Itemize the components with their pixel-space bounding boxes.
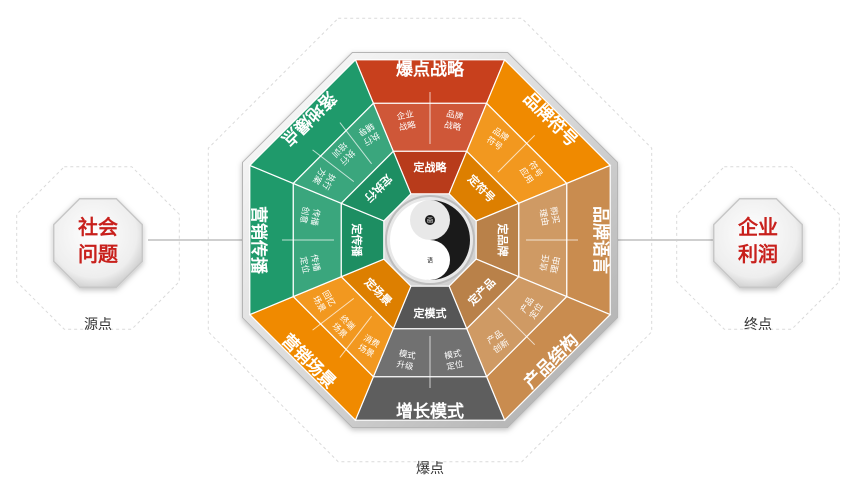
- sector-right-item-1-line1: 购买: [547, 206, 561, 225]
- sector-bottom_left-divider: [312, 298, 355, 331]
- center-top-char: 画: [427, 218, 433, 225]
- sector-bottom-core-group: 定模式: [414, 306, 447, 320]
- sector-top-title: 爆点战略: [396, 59, 465, 80]
- left-badge-line2: 问题: [78, 242, 119, 266]
- sector-right-item-2-line2: 理由: [549, 256, 563, 275]
- sector-left-title-group: 营销传播: [248, 206, 269, 275]
- sector-right-core-group: 定品牌: [496, 224, 510, 257]
- sector-bottom-title-group: 增长模式: [396, 401, 464, 422]
- left-caption: 源点: [84, 317, 112, 333]
- right-badge: 企业 利润: [712, 197, 804, 289]
- sector-bottom_left-divider: [339, 315, 372, 358]
- sectors: 爆点战略企业战略品牌战略定战略品牌符号品牌符号符号应用定符号品牌语言购买理由信任…: [248, 58, 612, 422]
- dashed-octagon-main: [207, 17, 653, 463]
- sector-left-item-1-line1: 传播: [308, 253, 322, 272]
- sector-left-item-2-line2: 创意: [297, 206, 311, 225]
- sector-top_right-divider: [497, 134, 536, 173]
- right-caption: 终点: [744, 317, 772, 333]
- sector-top_left-divider: [339, 122, 372, 165]
- sector-top-item-1-line1: 企业: [396, 108, 415, 122]
- center-bottom-char: 语: [427, 257, 433, 265]
- sector-left-item-2-line1: 传播: [308, 208, 322, 227]
- sector-top_left-divider: [312, 149, 355, 182]
- sector-top-item-2-line2: 战略: [443, 119, 462, 133]
- right-badge-line2: 利润: [738, 242, 778, 266]
- right-badge-line1: 企业: [737, 215, 778, 239]
- left-badge: 社会 问题: [52, 197, 144, 289]
- sector-bottom_right-divider: [497, 307, 536, 346]
- sector-top-core-group: 定战略: [414, 160, 448, 174]
- sector-left-core-group: 定传播: [350, 224, 364, 258]
- sector-left-title: 营销传播: [248, 206, 269, 275]
- sector-top-core: 定战略: [414, 160, 448, 174]
- sector-bottom-item-2-line2: 升级: [396, 359, 415, 373]
- sector-right-core: 定品牌: [496, 224, 510, 257]
- left-badge-line1: 社会: [77, 215, 118, 239]
- sector-top-item-1-line2: 战略: [398, 119, 417, 133]
- sector-right-item-2-line1: 信任: [538, 253, 552, 272]
- sector-right-title: 品牌语言: [590, 206, 611, 274]
- yin-yang-icon: 画 语: [385, 195, 475, 285]
- sector-top_left-inner: [340, 150, 412, 222]
- sector-bottom-item-1-line1: 模式: [443, 348, 462, 362]
- sector-top-title-group: 爆点战略: [396, 59, 465, 80]
- sector-bottom-title: 增长模式: [396, 401, 464, 422]
- sector-left-item-1-line2: 定位: [297, 256, 311, 275]
- bottom-caption: 爆点: [416, 461, 444, 477]
- sector-left-core: 定传播: [350, 224, 364, 258]
- sector-top-item-2-line1: 品牌: [445, 108, 464, 122]
- sector-bottom-item-1-line2: 定位: [446, 359, 465, 373]
- sector-bottom-core: 定模式: [414, 306, 447, 320]
- dashed-guides: [16, 17, 840, 463]
- sector-right-title-group: 品牌语言: [590, 206, 611, 274]
- sector-bottom-item-2-line1: 模式: [398, 348, 417, 362]
- sector-right-item-1-line2: 理由: [537, 208, 551, 227]
